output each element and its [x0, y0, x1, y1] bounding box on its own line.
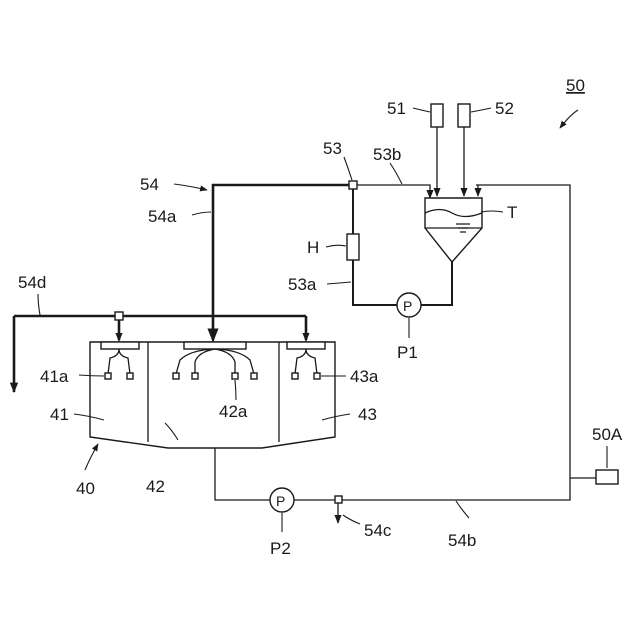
- nozzle-42a-4: [251, 373, 257, 379]
- leader-54d: [38, 294, 40, 315]
- nozzle-42a-3: [232, 373, 238, 379]
- nozzle-42a-1: [173, 373, 179, 379]
- heater-H: [347, 234, 359, 260]
- label-40: 40: [76, 479, 95, 498]
- nozzle-43a-left: [292, 373, 298, 379]
- tank-T: [425, 198, 482, 262]
- label-43: 43: [358, 405, 377, 424]
- label-42: 42: [146, 477, 165, 496]
- sensor-52-box: [458, 104, 470, 127]
- label-T: T: [507, 203, 517, 222]
- header-41: [101, 342, 139, 349]
- sensor-51-box: [431, 104, 443, 127]
- leader-52: [471, 108, 491, 112]
- unit-50A-box: [596, 470, 618, 484]
- leader-T: [481, 211, 503, 212]
- label-pump-p1-symbol: P: [403, 298, 412, 314]
- leader-54a: [192, 212, 211, 215]
- valve-54c: [335, 496, 342, 503]
- leader-54: [174, 184, 207, 190]
- nozzle-41a-left: [105, 373, 111, 379]
- label-41a: 41a: [40, 367, 69, 386]
- leader-54c: [343, 515, 360, 524]
- label-H: H: [307, 238, 319, 257]
- label-43a: 43a: [350, 367, 379, 386]
- label-P1: P1: [397, 343, 418, 362]
- header-42: [184, 342, 246, 349]
- leader-53b: [390, 163, 402, 184]
- leader-50: [560, 110, 578, 128]
- label-P2: P2: [270, 539, 291, 558]
- label-53a: 53a: [288, 275, 317, 294]
- nozzle-41a-right: [127, 373, 133, 379]
- label-pump-p2-symbol: P: [276, 493, 285, 509]
- header-43: [287, 342, 325, 349]
- leader-54b: [456, 501, 469, 518]
- valve-53: [349, 181, 357, 189]
- label-50: 50: [566, 76, 585, 95]
- valve-54d: [115, 312, 123, 320]
- label-54b: 54b: [448, 531, 476, 550]
- leader-51: [413, 108, 430, 112]
- label-41: 41: [50, 405, 69, 424]
- label-54d: 54d: [18, 273, 46, 292]
- leader-53a: [327, 282, 351, 284]
- label-53: 53: [323, 139, 342, 158]
- leader-53: [344, 157, 352, 180]
- label-53b: 53b: [373, 145, 401, 164]
- label-50A: 50A: [592, 425, 623, 444]
- label-52: 52: [495, 99, 514, 118]
- nozzle-42a-2: [192, 373, 198, 379]
- label-54c: 54c: [364, 521, 392, 540]
- nozzle-43a-right: [314, 373, 320, 379]
- label-42a: 42a: [219, 402, 248, 421]
- leader-40: [85, 444, 98, 470]
- label-51: 51: [387, 99, 406, 118]
- label-54a: 54a: [148, 207, 177, 226]
- leader-H: [326, 245, 346, 247]
- pipe-53b: [355, 185, 430, 198]
- label-54: 54: [140, 175, 159, 194]
